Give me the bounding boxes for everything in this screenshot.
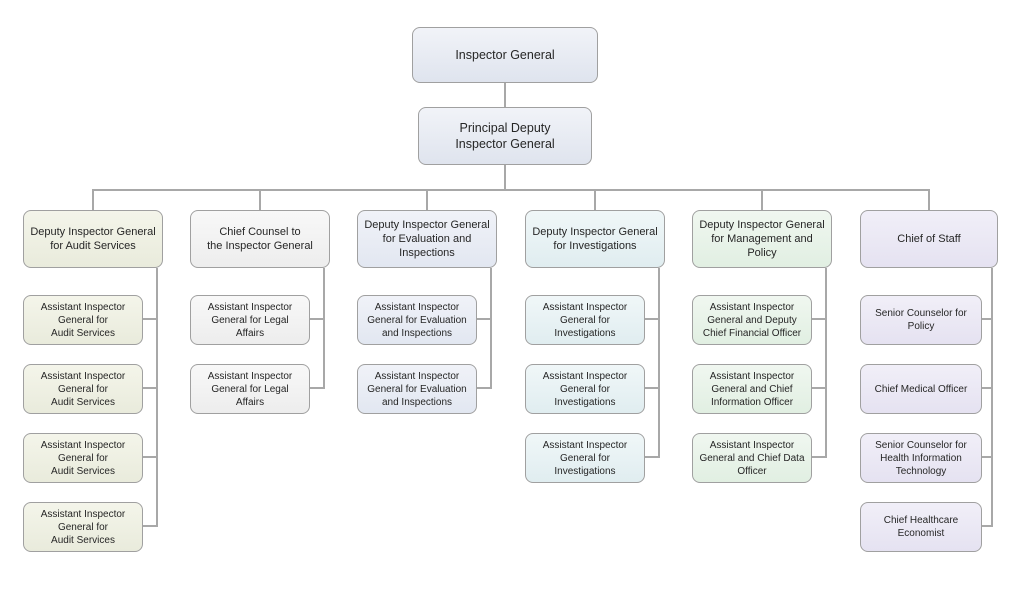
connector-stub xyxy=(310,387,325,389)
connector-stub xyxy=(982,456,993,458)
connector-drop-counsel xyxy=(259,189,261,210)
connector-stub xyxy=(143,318,158,320)
node-label: Assistant Inspector General for Evaluati… xyxy=(367,370,467,408)
connector-drop-management xyxy=(761,189,763,210)
node-inspector-general: Inspector General xyxy=(412,27,598,83)
node-label: Assistant Inspector General and Chief In… xyxy=(709,370,795,408)
connector-rail-audit xyxy=(156,268,158,527)
node-aig-deputy-cfo: Assistant Inspector General and Deputy C… xyxy=(692,295,812,345)
connector-stub xyxy=(982,318,993,320)
node-aig-audit-1: Assistant Inspector General for Audit Se… xyxy=(23,295,143,345)
node-label: Chief Counsel to the Inspector General xyxy=(207,225,313,252)
connector-stub xyxy=(645,318,660,320)
node-label: Assistant Inspector General for Audit Se… xyxy=(40,439,126,477)
node-label: Senior Counselor for Health Information … xyxy=(875,439,967,477)
connector-stub xyxy=(143,525,158,527)
connector-stub xyxy=(143,456,158,458)
connector-stub xyxy=(982,525,993,527)
connector-drop-staff xyxy=(928,189,930,210)
node-aig-investigations-1: Assistant Inspector General for Investig… xyxy=(525,295,645,345)
node-chief-medical-officer: Chief Medical Officer xyxy=(860,364,982,414)
connector-drop-evaluation xyxy=(426,189,428,210)
node-aig-investigations-3: Assistant Inspector General for Investig… xyxy=(525,433,645,483)
node-label: Principal Deputy Inspector General xyxy=(455,120,555,151)
connector-main-horizontal xyxy=(92,189,930,191)
connector-stub xyxy=(310,318,325,320)
connector-stub xyxy=(477,318,492,320)
connector-deputy-drop xyxy=(504,163,506,190)
node-aig-audit-2: Assistant Inspector General for Audit Se… xyxy=(23,364,143,414)
node-aig-evaluation-2: Assistant Inspector General for Evaluati… xyxy=(357,364,477,414)
node-label: Inspector General xyxy=(455,47,555,62)
connector-stub xyxy=(812,456,827,458)
connector-stub xyxy=(812,387,827,389)
node-header-chief-counsel: Chief Counsel to the Inspector General xyxy=(190,210,330,268)
node-label: Assistant Inspector General for Audit Se… xyxy=(40,301,126,339)
node-label: Assistant Inspector General for Audit Se… xyxy=(40,508,126,546)
node-header-audit-services: Deputy Inspector General for Audit Servi… xyxy=(23,210,163,268)
node-senior-counselor-policy: Senior Counselor for Policy xyxy=(860,295,982,345)
node-aig-cdo: Assistant Inspector General and Chief Da… xyxy=(692,433,812,483)
node-label: Deputy Inspector General for Management … xyxy=(699,218,825,260)
node-aig-cio: Assistant Inspector General and Chief In… xyxy=(692,364,812,414)
node-label: Deputy Inspector General for Investigati… xyxy=(532,225,658,252)
node-aig-investigations-2: Assistant Inspector General for Investig… xyxy=(525,364,645,414)
node-principal-deputy-inspector-general: Principal Deputy Inspector General xyxy=(418,107,592,165)
node-label: Chief Medical Officer xyxy=(874,383,968,395)
connector-stub xyxy=(982,387,993,389)
connector-stub xyxy=(645,456,660,458)
node-label: Assistant Inspector General for Audit Se… xyxy=(40,370,126,408)
node-chief-healthcare-economist: Chief Healthcare Economist xyxy=(860,502,982,552)
node-header-evaluation-inspections: Deputy Inspector General for Evaluation … xyxy=(357,210,497,268)
connector-rail-counsel xyxy=(323,268,325,389)
node-label: Assistant Inspector General and Chief Da… xyxy=(699,439,805,477)
connector-root-deputy xyxy=(504,83,506,107)
connector-rail-management xyxy=(825,268,827,458)
node-senior-counselor-health-it: Senior Counselor for Health Information … xyxy=(860,433,982,483)
node-label: Assistant Inspector General for Legal Af… xyxy=(207,301,293,339)
node-label: Chief Healthcare Economist xyxy=(883,515,959,539)
node-label: Deputy Inspector General for Evaluation … xyxy=(364,218,490,260)
connector-rail-evaluation xyxy=(490,268,492,389)
connector-stub xyxy=(477,387,492,389)
node-label: Assistant Inspector General for Investig… xyxy=(542,439,628,477)
node-aig-audit-4: Assistant Inspector General for Audit Se… xyxy=(23,502,143,552)
connector-stub xyxy=(645,387,660,389)
node-label: Assistant Inspector General for Investig… xyxy=(542,370,628,408)
node-header-investigations: Deputy Inspector General for Investigati… xyxy=(525,210,665,268)
node-label: Assistant Inspector General for Evaluati… xyxy=(367,301,467,339)
connector-stub xyxy=(812,318,827,320)
node-label: Chief of Staff xyxy=(897,232,961,245)
connector-rail-investigations xyxy=(658,268,660,458)
node-label: Assistant Inspector General for Investig… xyxy=(542,301,628,339)
node-label: Deputy Inspector General for Audit Servi… xyxy=(30,225,156,252)
node-label: Assistant Inspector General and Deputy C… xyxy=(702,301,802,339)
connector-drop-investigations xyxy=(594,189,596,210)
connector-drop-audit xyxy=(92,189,94,210)
node-label: Senior Counselor for Policy xyxy=(875,308,967,332)
node-aig-legal-1: Assistant Inspector General for Legal Af… xyxy=(190,295,310,345)
node-aig-legal-2: Assistant Inspector General for Legal Af… xyxy=(190,364,310,414)
node-label: Assistant Inspector General for Legal Af… xyxy=(207,370,293,408)
node-header-management-policy: Deputy Inspector General for Management … xyxy=(692,210,832,268)
node-aig-evaluation-1: Assistant Inspector General for Evaluati… xyxy=(357,295,477,345)
node-header-chief-of-staff: Chief of Staff xyxy=(860,210,998,268)
connector-rail-staff xyxy=(991,268,993,527)
node-aig-audit-3: Assistant Inspector General for Audit Se… xyxy=(23,433,143,483)
connector-stub xyxy=(143,387,158,389)
